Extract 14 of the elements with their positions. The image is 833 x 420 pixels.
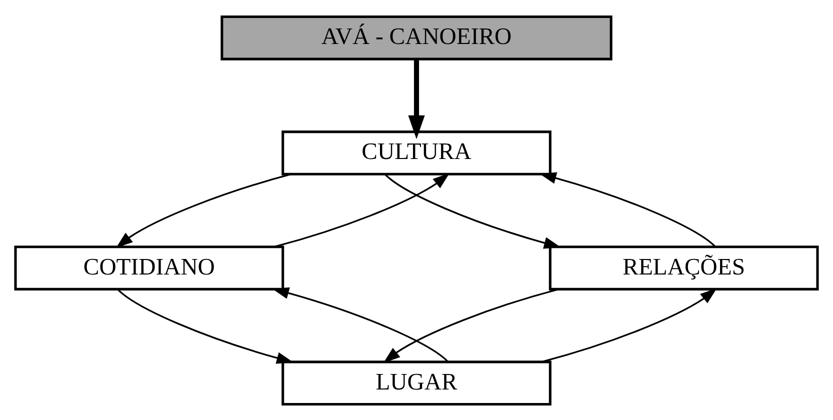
node-box: AVÁ - CANOEIRO [220,15,612,60]
node-box: RELAÇÕES [548,245,819,290]
arrow [384,174,561,248]
arrow [408,59,425,139]
arrow [539,172,716,247]
node-box: LUGAR [282,360,552,405]
arrow [116,172,292,248]
node-box: COTIDIANO [14,245,284,290]
arrow [383,288,559,363]
arrow [272,286,448,362]
arrow [274,172,450,248]
node-box: CULTURA [282,130,552,175]
arrow [542,288,717,362]
arrow [117,288,294,364]
